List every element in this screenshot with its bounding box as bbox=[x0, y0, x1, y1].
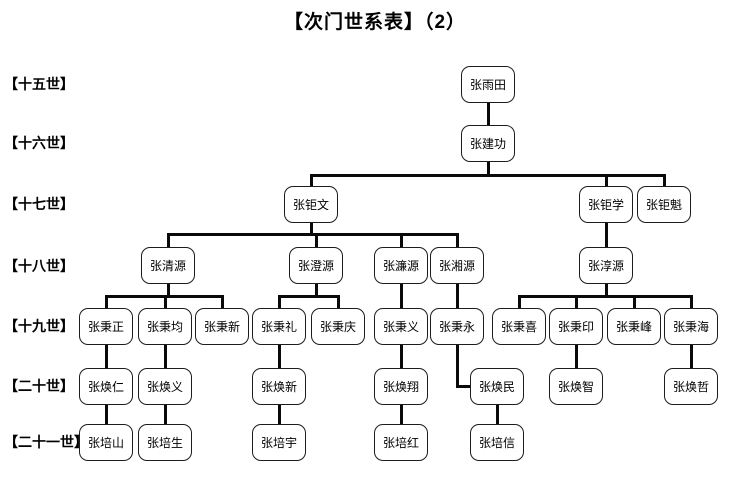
connector-line bbox=[690, 345, 693, 369]
connector-line bbox=[605, 223, 608, 248]
connector-line bbox=[167, 234, 170, 248]
tree-node: 张焕智 bbox=[549, 368, 603, 405]
connector-line bbox=[496, 405, 499, 425]
tree-node: 张秉礼 bbox=[252, 308, 306, 345]
connector-line bbox=[167, 284, 170, 298]
connector-line bbox=[400, 405, 403, 425]
connector-line bbox=[310, 174, 666, 177]
connector-line bbox=[456, 345, 459, 387]
connector-line bbox=[310, 175, 313, 187]
connector-line bbox=[167, 233, 459, 236]
connector-line bbox=[605, 284, 608, 298]
generation-label: 【十九世】 bbox=[4, 318, 74, 334]
connector-line bbox=[315, 234, 318, 248]
tree-node: 张焕哲 bbox=[664, 368, 718, 405]
connector-line bbox=[105, 345, 108, 369]
tree-node: 张濂源 bbox=[374, 247, 428, 284]
tree-node: 张雨田 bbox=[461, 66, 515, 103]
generation-label: 【十六世】 bbox=[4, 135, 74, 151]
tree-node: 张秉喜 bbox=[492, 308, 546, 345]
generation-label: 【十七世】 bbox=[4, 196, 74, 212]
connector-line bbox=[164, 296, 167, 309]
connector-line bbox=[400, 234, 403, 248]
connector-line bbox=[278, 345, 281, 369]
connector-line bbox=[278, 295, 340, 298]
connector-line bbox=[221, 296, 224, 309]
connector-line bbox=[456, 234, 459, 248]
tree-node: 张钜学 bbox=[579, 186, 633, 223]
connector-line bbox=[456, 284, 459, 309]
generation-label: 【二十一世】 bbox=[4, 434, 88, 450]
connector-line bbox=[605, 175, 608, 187]
tree-node: 张秉均 bbox=[138, 308, 192, 345]
connector-line bbox=[663, 175, 666, 187]
connector-line bbox=[487, 162, 490, 177]
connector-line bbox=[575, 296, 578, 309]
connector-line bbox=[310, 223, 313, 236]
tree-node: 张秉峰 bbox=[607, 308, 661, 345]
connector-line bbox=[518, 296, 521, 309]
tree-node: 张秉海 bbox=[664, 308, 718, 345]
connector-line bbox=[278, 405, 281, 425]
tree-node: 张培信 bbox=[470, 424, 524, 461]
tree-node: 张秉庆 bbox=[311, 308, 365, 345]
connector-line bbox=[400, 284, 403, 309]
connector-line bbox=[487, 103, 490, 126]
tree-node: 张澄源 bbox=[289, 247, 343, 284]
connector-line bbox=[575, 345, 578, 369]
generation-label: 【二十世】 bbox=[4, 378, 74, 394]
tree-node: 张秉永 bbox=[430, 308, 484, 345]
connector-line bbox=[337, 296, 340, 309]
connector-line bbox=[164, 405, 167, 425]
tree-node: 张秉印 bbox=[549, 308, 603, 345]
tree-node: 张秉义 bbox=[374, 308, 428, 345]
generation-label: 【十八世】 bbox=[4, 258, 74, 274]
connector-line bbox=[278, 296, 281, 309]
connector-line bbox=[164, 345, 167, 369]
tree-node: 张焕义 bbox=[138, 368, 192, 405]
connector-line bbox=[400, 345, 403, 369]
chart-title: 【次门世系表】（2） bbox=[283, 12, 467, 33]
tree-node: 张培山 bbox=[79, 424, 133, 461]
tree-node: 张湘源 bbox=[430, 247, 484, 284]
connector-line bbox=[315, 284, 318, 298]
tree-node: 张焕翔 bbox=[374, 368, 428, 405]
tree-node: 张焕仁 bbox=[79, 368, 133, 405]
tree-node: 张清源 bbox=[141, 247, 195, 284]
tree-node: 张秉新 bbox=[195, 308, 249, 345]
tree-node: 张焕民 bbox=[470, 368, 524, 405]
tree-node: 张钜文 bbox=[284, 186, 338, 223]
connector-line bbox=[105, 296, 108, 309]
connector-line bbox=[456, 385, 472, 388]
connector-line bbox=[518, 295, 693, 298]
tree-node: 张培生 bbox=[138, 424, 192, 461]
connector-line bbox=[690, 296, 693, 309]
connector-line bbox=[105, 405, 108, 425]
connector-line bbox=[633, 296, 636, 309]
tree-node: 张建功 bbox=[461, 125, 515, 162]
tree-node: 张钜魁 bbox=[637, 186, 691, 223]
tree-node: 张淳源 bbox=[579, 247, 633, 284]
tree-node: 张培宇 bbox=[252, 424, 306, 461]
generation-label: 【十五世】 bbox=[4, 76, 74, 92]
tree-node: 张焕新 bbox=[252, 368, 306, 405]
tree-node: 张秉正 bbox=[79, 308, 133, 345]
tree-node: 张培红 bbox=[374, 424, 428, 461]
